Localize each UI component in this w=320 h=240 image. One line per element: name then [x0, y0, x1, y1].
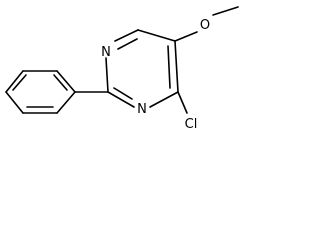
bond-ph3-ph4 — [5, 70, 24, 93]
bond-ph4-ph5 — [5, 91, 24, 114]
bond-c4-n3 — [149, 91, 179, 108]
atom-label-n-top: N — [101, 45, 111, 60]
chemical-structure: N N O Cl — [5, 6, 239, 132]
bond-o-ch3 — [212, 6, 239, 16]
bond-ph1-ph2-inner — [53, 74, 68, 91]
bond-c5-c4 — [174, 40, 179, 93]
bond-c5-c4-inner — [167, 45, 171, 89]
pyrimidine-ring — [105, 29, 179, 108]
bond-n3-c2 — [107, 91, 135, 108]
bond-c4-cl — [177, 91, 188, 114]
bond-c6-c5 — [137, 29, 176, 42]
bond-n1-c6-inner — [117, 38, 138, 50]
bond-ph1-ph2 — [56, 70, 76, 93]
atom-label-oxygen: O — [200, 18, 210, 33]
bond-c5-o — [174, 31, 198, 42]
bond-ph6-ph1 — [56, 91, 76, 114]
chloro-group — [177, 91, 188, 114]
atom-label-chlorine: Cl — [185, 117, 198, 132]
atom-label-n-bottom: N — [137, 102, 147, 117]
bond-n1-c6 — [114, 29, 139, 42]
methoxy-group — [174, 6, 239, 42]
phenyl-ring — [5, 70, 109, 114]
bond-n3-c2-inner — [113, 87, 133, 100]
bond-c2-n1 — [105, 57, 109, 93]
bond-ph3-ph4-inner — [12, 74, 27, 91]
